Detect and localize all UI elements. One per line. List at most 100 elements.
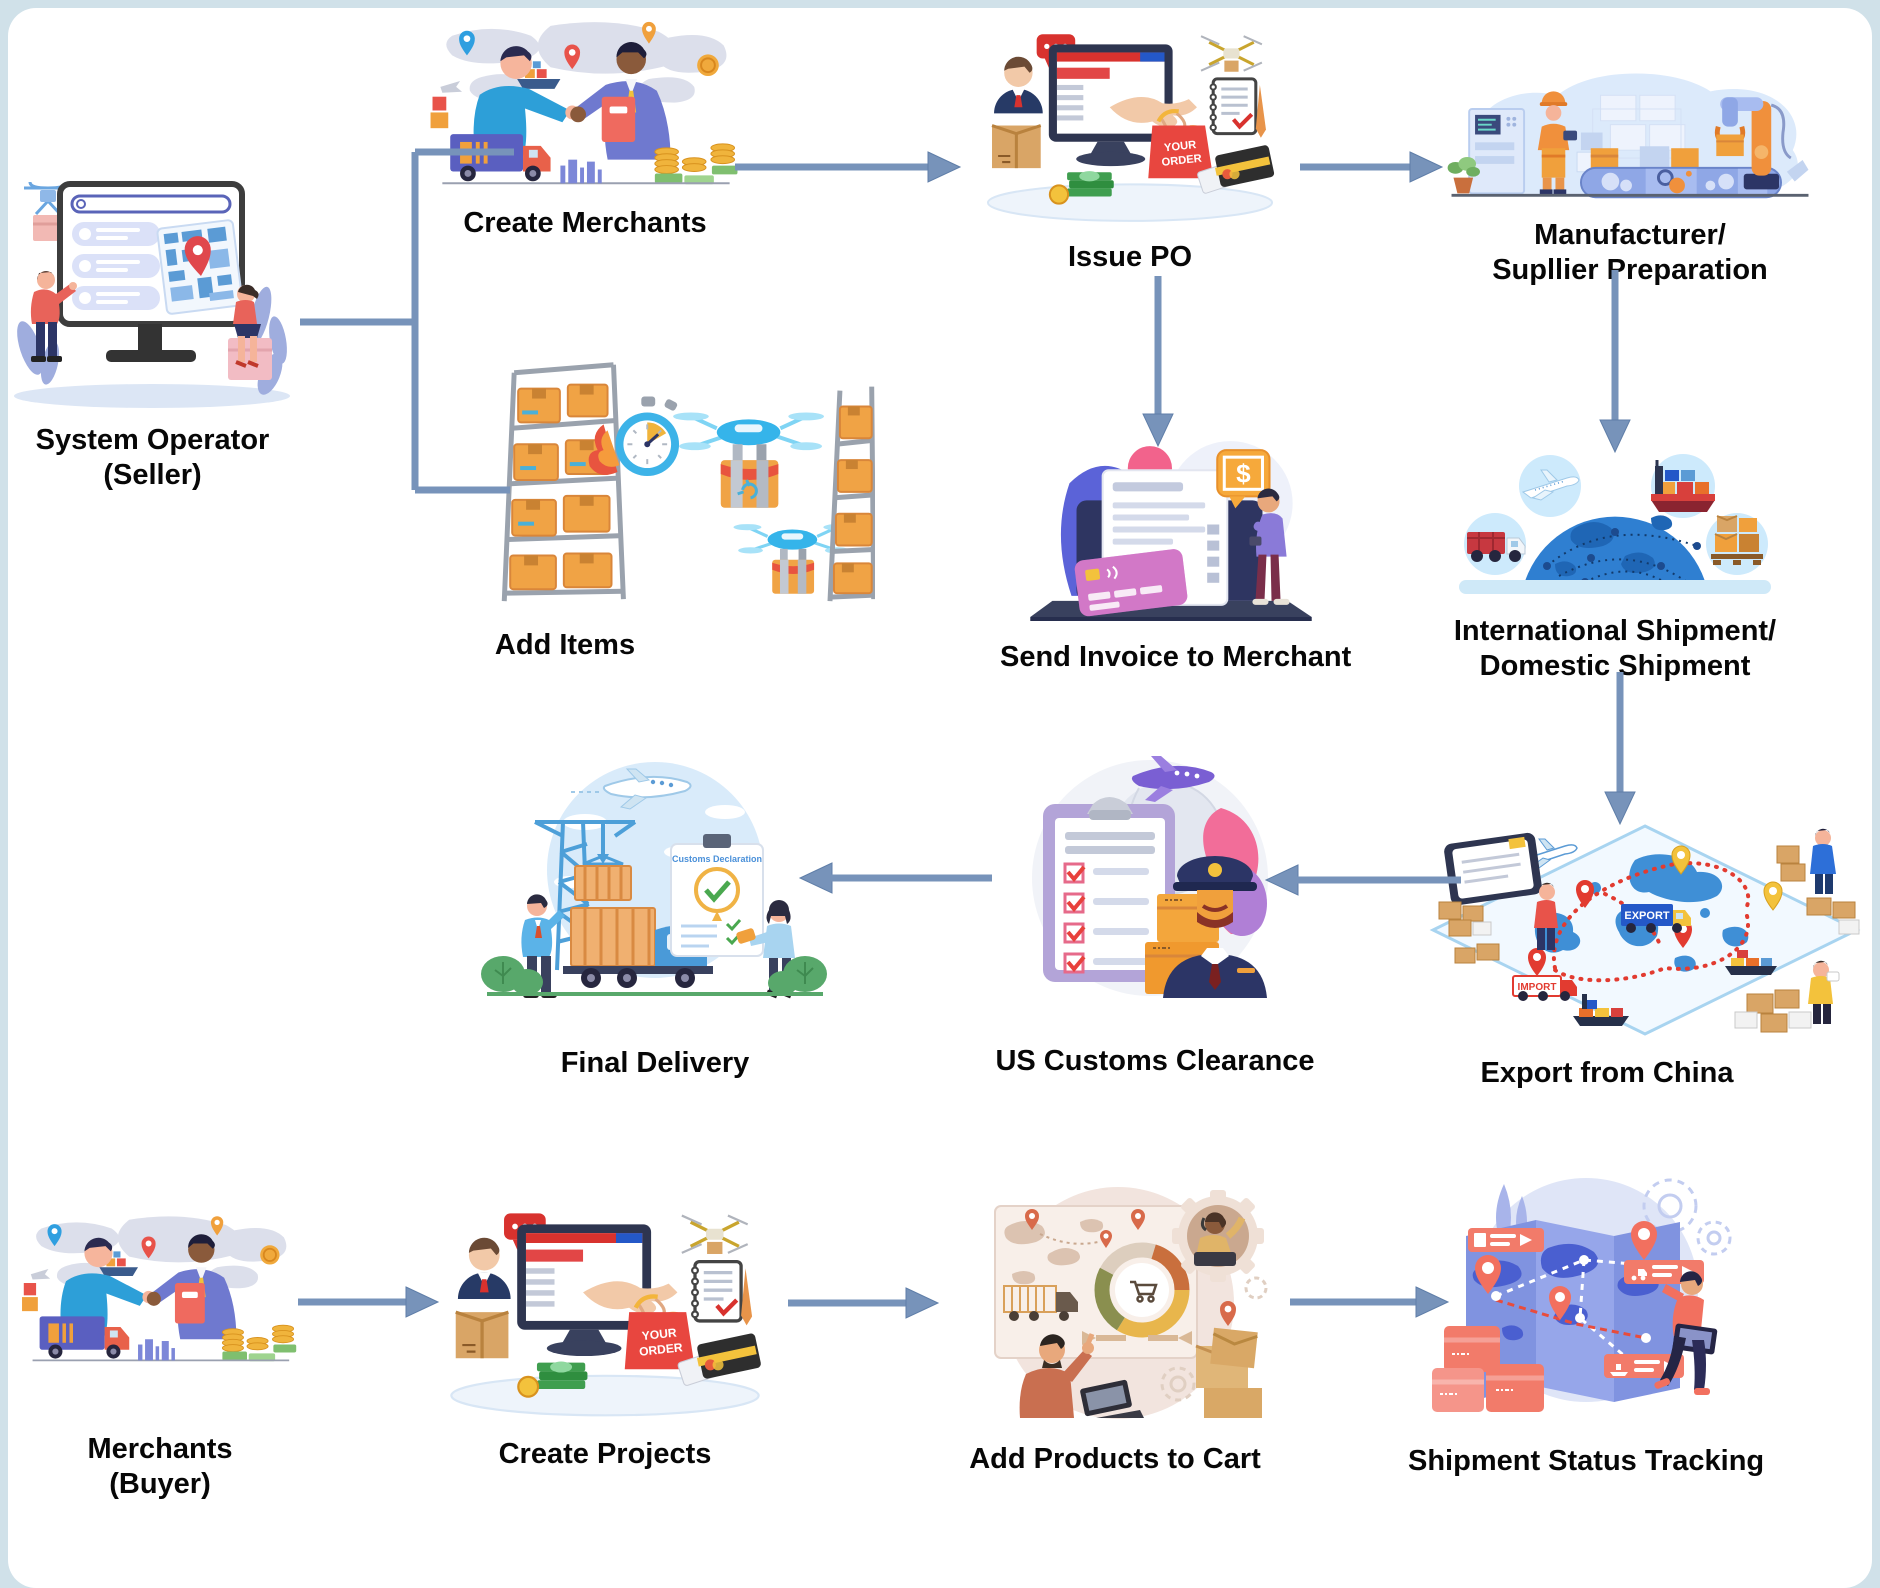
merchants-label-line1: Merchants [87, 1433, 233, 1465]
node-send-invoice: $ Send Invoice to Merchant [1000, 428, 1351, 675]
box-cluster-top-left [1438, 901, 1500, 964]
hanging-container-icon [574, 854, 632, 901]
intl-shipment-label-line2: Domestic Shipment [1479, 650, 1751, 682]
node-merchants: Merchants (Buyer) [15, 1178, 305, 1502]
monitor-icon [57, 181, 245, 362]
clipboard-tablet-icon [1444, 832, 1542, 906]
left-shelf-rack [501, 362, 626, 602]
arrow-create-merchants-to-issue-po [735, 151, 962, 183]
bushes [481, 956, 827, 995]
box-cluster-top-right [1776, 828, 1860, 935]
dashboard-panel [994, 1205, 1198, 1359]
arrow-issue-po-to-manufacturer [1300, 151, 1444, 183]
tracked-boxes [1432, 1326, 1544, 1412]
drone-icon [1200, 35, 1263, 72]
money-stack-icon [1048, 171, 1114, 205]
node-final-delivery: Customs Declaration [475, 752, 835, 1081]
node-manufacturer: Manufacturer/ Supllier Preparation [1440, 58, 1820, 288]
final-delivery-illustration: Customs Declaration [481, 762, 827, 999]
arrow-export-china-to-us-customs [1264, 864, 1461, 896]
intl-shipment-illustration [1459, 454, 1771, 594]
cargo-ship-right-icon [1725, 950, 1777, 975]
customs-declaration-doc-icon: Customs Declaration [670, 834, 764, 957]
stopwatch-icon [588, 396, 680, 477]
shipment-tracking-illustration [1432, 1178, 1732, 1412]
location-pin-icon [184, 236, 211, 276]
cargo-ship-bottom-icon [1573, 994, 1629, 1026]
ship-icon [517, 61, 561, 89]
arrow-manufacturer-to-intl-shipment [1599, 270, 1631, 454]
system-operator-label: System Operator (Seller) [10, 423, 295, 493]
import-text: IMPORT [1518, 982, 1557, 993]
export-china-illustration: EXPORT IMPORT [1429, 824, 1861, 1036]
gear-outlines [1160, 1276, 1268, 1402]
sitting-person-icon [228, 284, 272, 380]
create-projects-illustration: YOUR ORDER [450, 1213, 761, 1417]
add-items-illustration [501, 362, 875, 602]
airplane-icon [1131, 756, 1215, 802]
hand-with-bag-icon: YOUR ORDER [1109, 96, 1214, 179]
boxes-with-pin [1195, 1301, 1262, 1418]
drone-icon [681, 1214, 749, 1254]
box-stacks [1576, 132, 1699, 173]
arrow-issue-po-to-send-invoice [1142, 276, 1174, 448]
boxes-truck-icon [22, 1283, 130, 1359]
node-create-merchants: Create Merchants [420, 18, 750, 241]
node-system-operator: System Operator (Seller) [10, 168, 295, 493]
airplane-circle-icon [1519, 455, 1581, 517]
checklist-notepad-icon [691, 1260, 753, 1326]
send-invoice-illustration: $ [1030, 441, 1312, 621]
panel-pins [1025, 1209, 1145, 1248]
manufacturer-label: Manufacturer/ Supllier Preparation [1440, 218, 1820, 288]
clipboard-person-icon [1534, 882, 1558, 950]
node-create-projects: YOUR ORDER Create Proje [440, 1198, 770, 1472]
add-products-illustration [994, 1187, 1268, 1419]
issue-po-illustration: YOUR ORDER [986, 34, 1275, 222]
node-intl-shipment: International Shipment/ Domestic Shipmen… [1450, 448, 1780, 684]
cardboard-box-icon [455, 1310, 509, 1359]
import-truck-icon: IMPORT [1512, 975, 1577, 1001]
gear-support-woman [1172, 1190, 1264, 1282]
customs-declaration-text: Customs Declaration [672, 854, 762, 864]
drone-icon [24, 181, 72, 241]
your-order-text-1: YOUR [1164, 139, 1197, 154]
po-monitor-icon [517, 1224, 652, 1357]
arrow-add-products-to-shipment-tracking [1290, 1286, 1450, 1318]
arrow-merchants-to-create-projects [298, 1286, 440, 1318]
operator-person-icon [30, 271, 77, 362]
buyer-avatar-icon [994, 56, 1043, 114]
manufacturer-label-line1: Manufacturer/ [1534, 219, 1726, 251]
right-shelf-rack [827, 386, 875, 602]
laptop-icon [1080, 1379, 1144, 1418]
customs-officer-icon [1163, 856, 1267, 998]
export-china-label: Export from China [1480, 1057, 1734, 1089]
node-issue-po: YOUR ORDER Issue PO [965, 20, 1295, 275]
cart-donut-chart [1094, 1242, 1190, 1338]
dollar-badge-icon: $ [1216, 449, 1271, 509]
airplane-icon [571, 768, 692, 810]
map-pins [1528, 845, 1783, 976]
po-monitor-icon [1048, 44, 1173, 167]
manufacturer-illustration [1447, 73, 1809, 199]
map-pins [47, 1216, 224, 1259]
status-banners [1468, 1228, 1704, 1378]
truck-circle-icon [1464, 513, 1526, 575]
dollar-sign-text: $ [1236, 458, 1251, 488]
your-order-text-2: ORDER [1161, 153, 1202, 169]
delivery-drone-large [673, 412, 825, 508]
arrow-intl-shipment-to-export-china [1604, 672, 1636, 826]
system-operator-label-line1: System Operator [35, 424, 270, 456]
hand-with-bag-icon: YOUR ORDER [583, 1281, 695, 1370]
plant-pot-icon [1447, 157, 1480, 194]
issue-po-label: Issue PO [1067, 241, 1193, 273]
create-merchants-illustration [430, 21, 738, 185]
add-items-label: Add Items [494, 629, 636, 661]
node-shipment-tracking: Shipment Status Tracking [1408, 1168, 1764, 1479]
your-order-text-1: YOUR [641, 1325, 677, 1343]
panel-truck-icon [1003, 1285, 1078, 1321]
final-delivery-label: Final Delivery [560, 1047, 750, 1079]
tracking-person [1654, 1271, 1718, 1395]
node-us-customs: US Customs Clearance [990, 746, 1320, 1079]
money-stack-icon [517, 1361, 588, 1398]
box-cluster-bottom-right [1734, 960, 1840, 1033]
